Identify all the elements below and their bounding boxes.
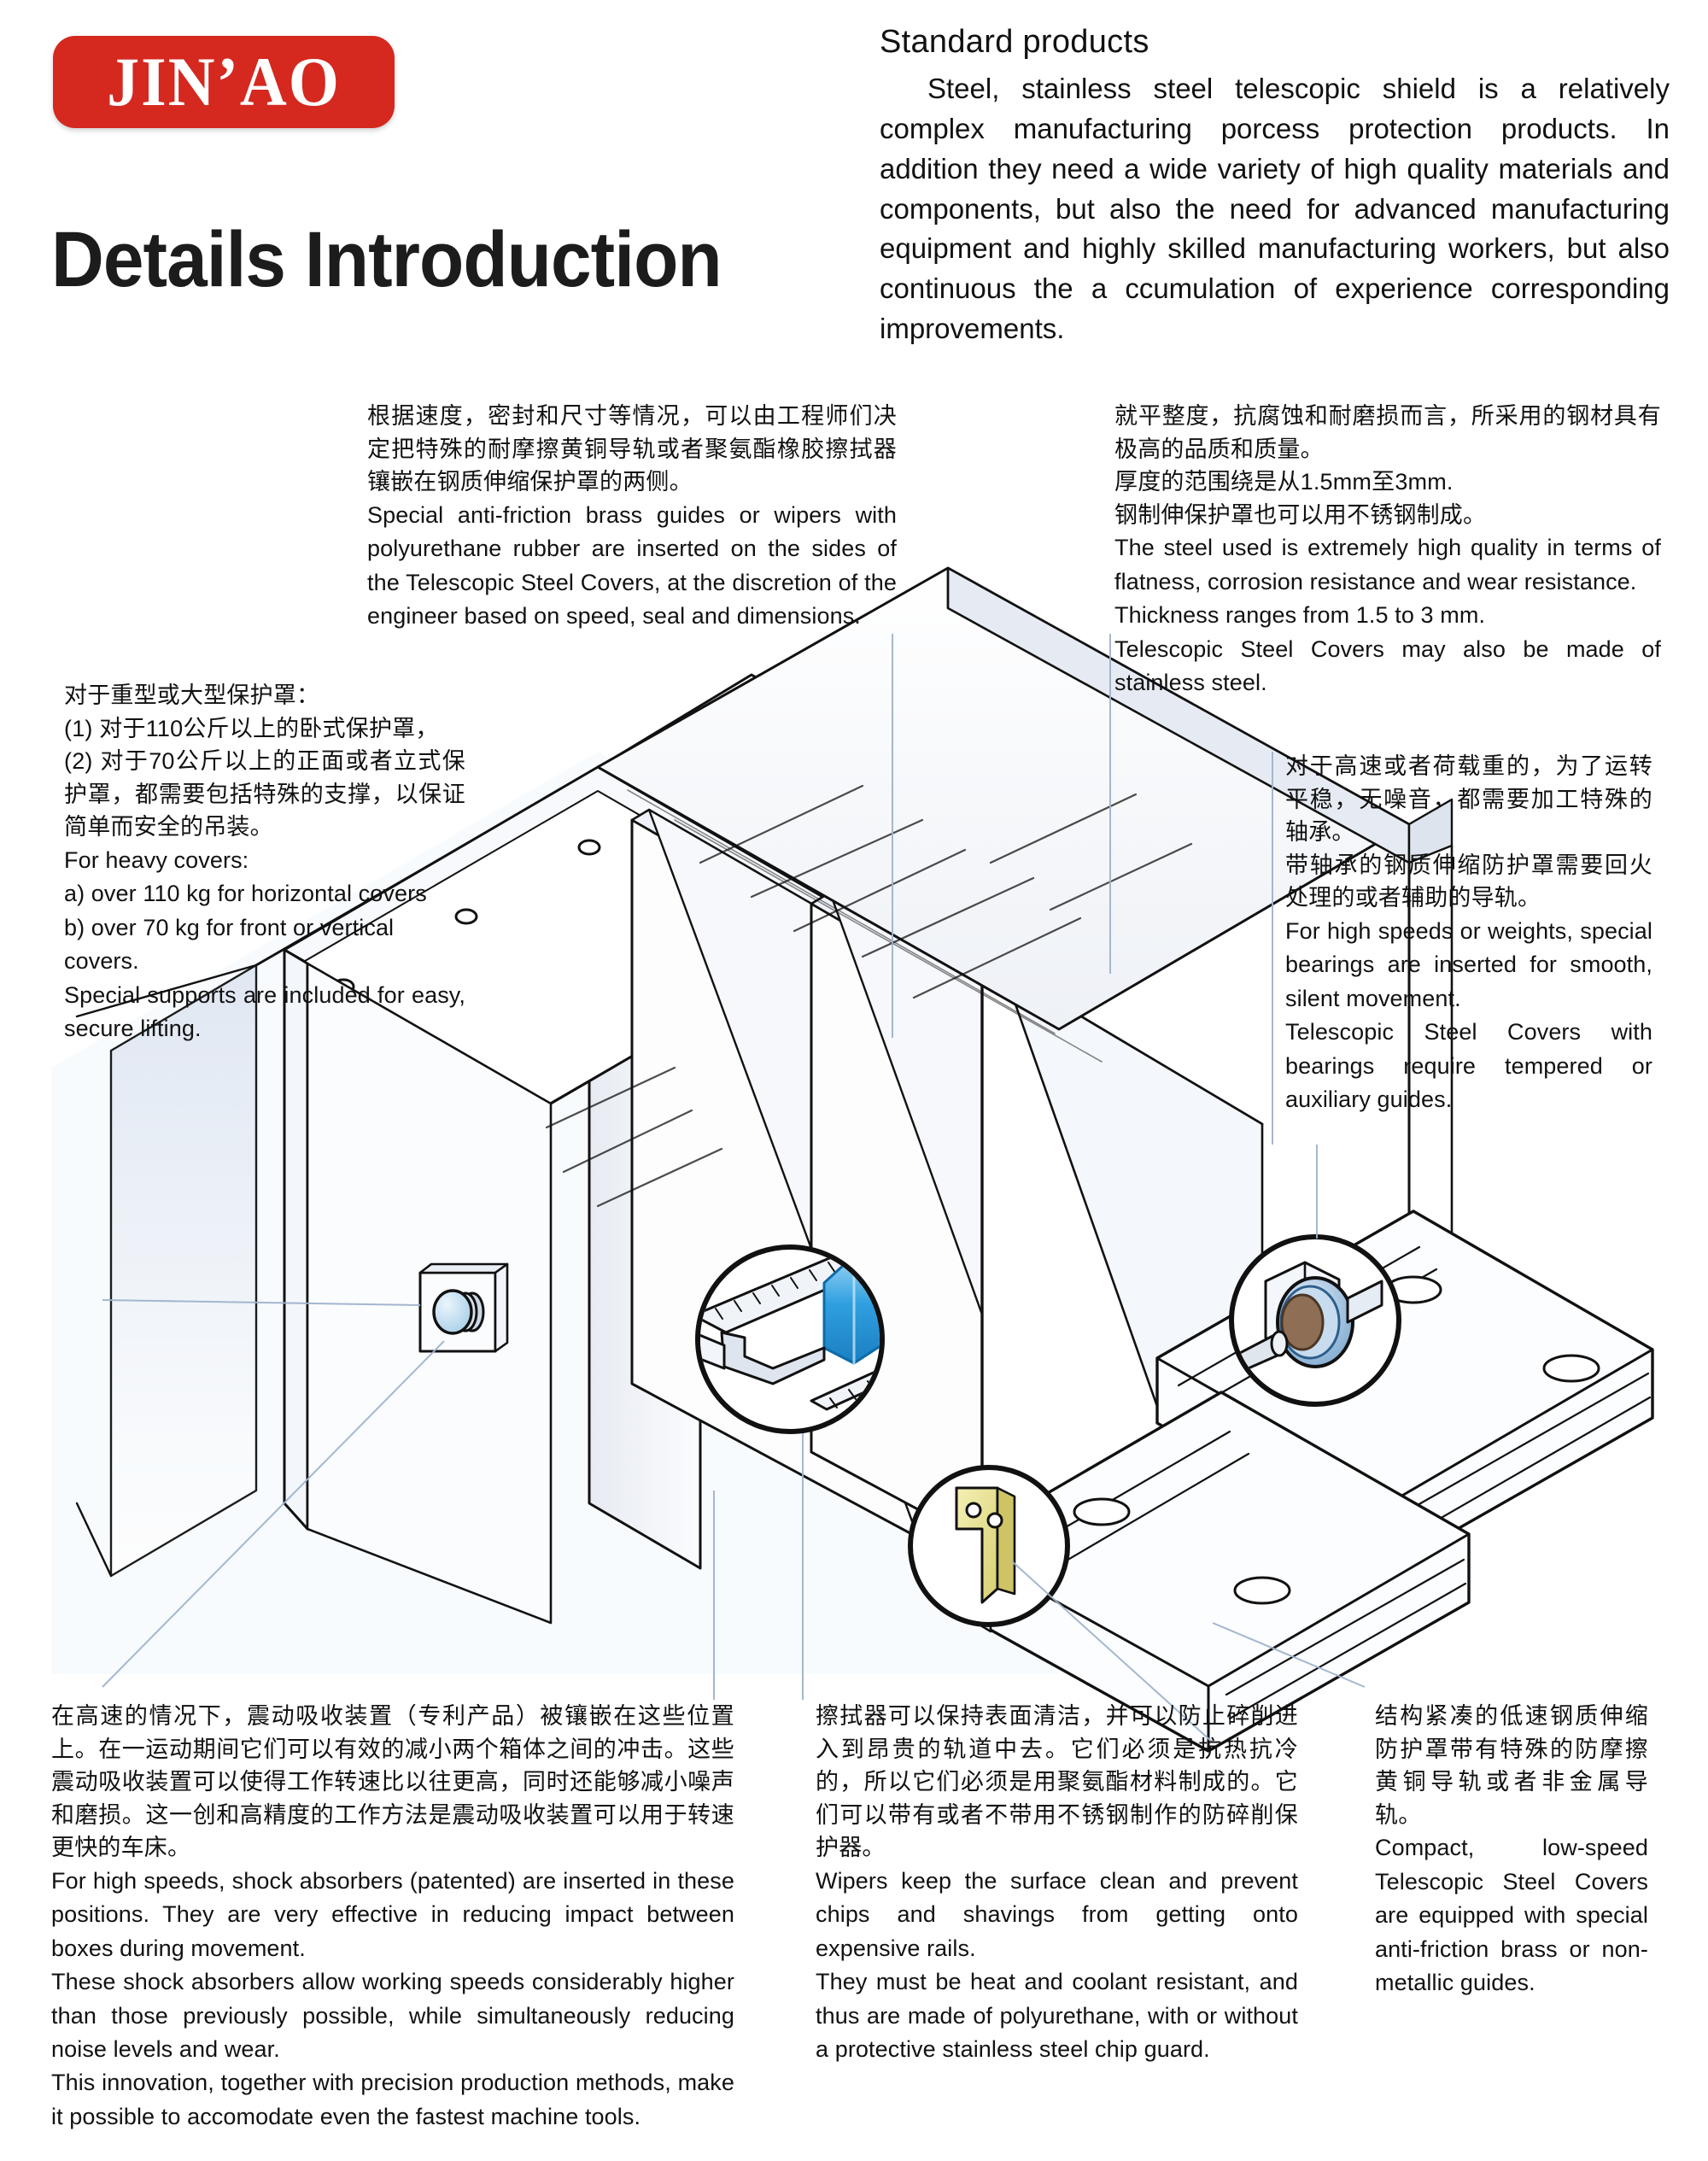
callout-wipe2-en2: They must be heat and coolant resistant,…	[816, 1969, 1298, 2063]
callout-heavy-cn1: 对于重型或大型保护罩：	[64, 682, 320, 708]
callout-bearings: 对于高速或者荷载重的，为了运转平稳，无噪音，都需要加工特殊的轴承。 带轴承的钢质…	[1285, 750, 1652, 1116]
callout-steel-en1: The steel used is extremely high quality…	[1114, 535, 1661, 594]
brand-logo: JIN’AO	[53, 36, 395, 128]
header-block: Standard products Steel, stainless steel…	[880, 24, 1670, 349]
callout-bearings-en1: For high speeds or weights, special bear…	[1285, 918, 1652, 1011]
callout-wipers: 根据速度，密封和尺寸等情况，可以由工程师们决定把特殊的耐摩擦黄铜导轨或者聚氨酯橡…	[367, 400, 897, 633]
callout-shock-en2: These shock absorbers allow working spee…	[51, 1969, 734, 2063]
callout-compact-en: Compact, low-speed Telescopic Steel Cove…	[1375, 1835, 1648, 1996]
callout-steel-cn3: 钢制伸保护罩也可以用不锈钢制成。	[1114, 501, 1487, 528]
callout-heavy-en3: b) over 70 kg for front or vertical cove…	[64, 914, 395, 975]
callout-wipe2-cn: 擦拭器可以保持表面清洁，并可以防止碎削进入到昂贵的轨道中去。它们必须是抗热抗冷的…	[816, 1703, 1298, 1861]
callout-wipers-cn: 根据速度，密封和尺寸等情况，可以由工程师们决定把特殊的耐摩擦黄铜导轨或者聚氨酯橡…	[367, 403, 897, 495]
callout-bearings-cn2: 带轴承的钢质伸缩防护罩需要回火处理的或者辅助的导轨。	[1285, 852, 1652, 911]
callout-heavy-en4: Special supports are included for easy, …	[64, 981, 465, 1042]
header-title: Standard products	[880, 24, 1149, 60]
page-title: Details Introduction	[51, 216, 722, 303]
callout-steel-cn2: 厚度的范围绕是从1.5mm至3mm.	[1114, 469, 1454, 495]
callout-steel-en3: Telescopic Steel Covers may also be made…	[1114, 635, 1661, 696]
callout-compact-cn: 结构紧凑的低速钢质伸缩防护罩带有特殊的防摩擦黄铜导轨或者非金属导轨。	[1375, 1703, 1648, 1828]
callout-heavy-cn3: (2) 对于70公斤以上的正面或者立式保护罩，都需要包括特殊的支撑，以保证简单而…	[64, 748, 465, 840]
bearing-roller-detail	[1229, 1234, 1401, 1407]
callout-heavy-covers: 对于重型或大型保护罩： (1) 对于110公斤以上的卧式保护罩， (2) 对于7…	[64, 679, 465, 1045]
brass-guide-detail	[908, 1465, 1070, 1627]
callout-heavy-cn2: (1) 对于110公斤以上的卧式保护罩，	[64, 715, 439, 741]
callout-steel: 就平整度，抗腐蚀和耐磨损而言，所采用的钢材具有极高的品质和质量。 厚度的范围绕是…	[1114, 400, 1661, 700]
callout-steel-en2: Thickness ranges from 1.5 to 3 mm.	[1114, 602, 1486, 629]
callout-wipers-en: Special anti-friction brass guides or wi…	[367, 501, 897, 630]
callout-wiper-function: 擦拭器可以保持表面清洁，并可以防止碎削进入到昂贵的轨道中去。它们必须是抗热抗冷的…	[816, 1700, 1298, 2066]
callout-bearings-en2: Telescopic Steel Covers with bearings re…	[1285, 1019, 1652, 1113]
header-body: Steel, stainless steel telescopic shield…	[880, 73, 1670, 345]
callout-shock-cn: 在高速的情况下，震动吸收装置（专利产品）被镶嵌在这些位置上。在一运动期间它们可以…	[51, 1703, 734, 1861]
callout-heavy-en2: a) over 110 kg for horizontal covers	[64, 881, 427, 907]
callout-compact-covers: 结构紧凑的低速钢质伸缩防护罩带有特殊的防摩擦黄铜导轨或者非金属导轨。 Compa…	[1375, 1700, 1648, 2000]
callout-wipe2-en1: Wipers keep the surface clean and preven…	[816, 1868, 1298, 1961]
brand-logo-text: JIN’AO	[107, 43, 341, 121]
callout-bearings-cn1: 对于高速或者荷载重的，为了运转平稳，无噪音，都需要加工特殊的轴承。	[1285, 753, 1652, 846]
wiper-profile-detail	[695, 1244, 885, 1434]
callout-shock-absorbers: 在高速的情况下，震动吸收装置（专利产品）被镶嵌在这些位置上。在一运动期间它们可以…	[51, 1700, 734, 2134]
callout-shock-en3: This innovation, together with precision…	[51, 2070, 734, 2129]
callout-shock-en1: For high speeds, shock absorbers (patent…	[51, 1868, 734, 1961]
callout-steel-cn1: 就平整度，抗腐蚀和耐磨损而言，所采用的钢材具有极高的品质和质量。	[1114, 403, 1661, 462]
shock-absorber	[418, 1262, 509, 1353]
callout-heavy-en1: For heavy covers:	[64, 847, 249, 874]
